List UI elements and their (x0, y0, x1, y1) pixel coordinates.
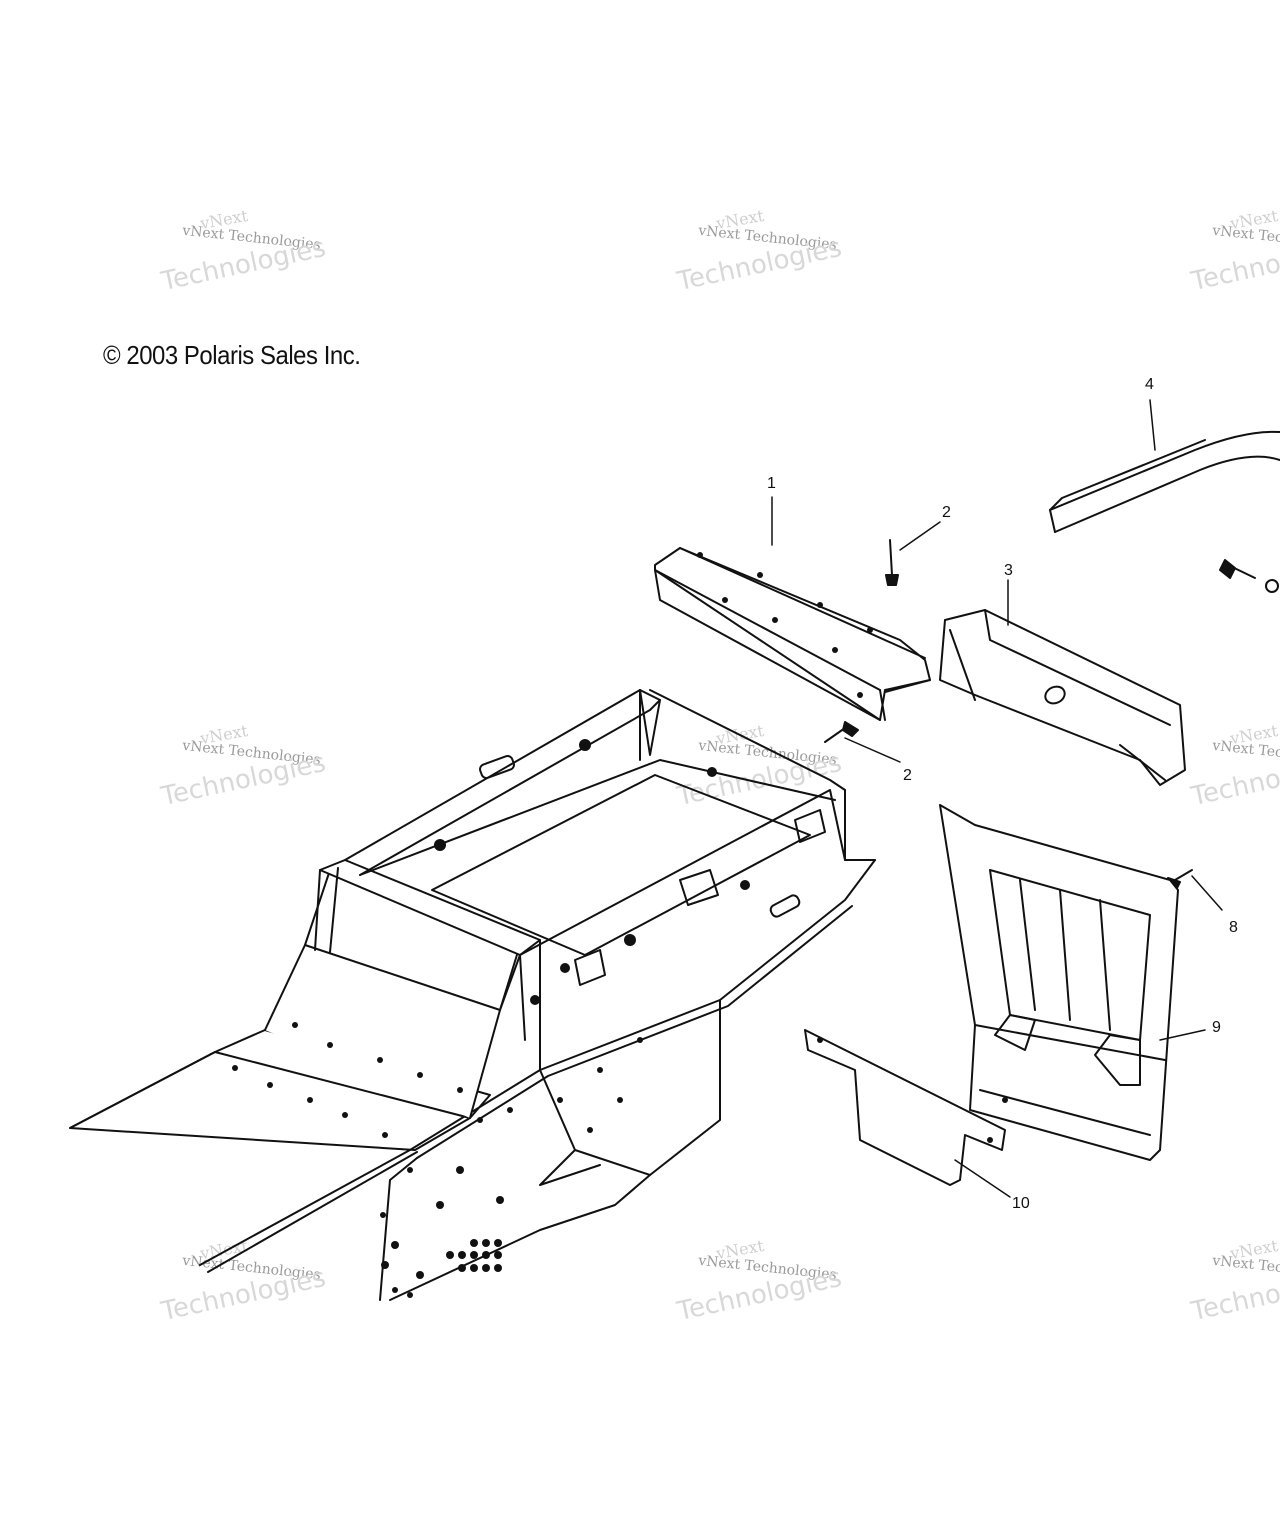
part-2-screw-lower (824, 721, 859, 743)
callout-3: 3 (1004, 562, 1013, 579)
callout-8: 8 (1229, 919, 1238, 936)
part-4-grab-bar (1049, 430, 1280, 533)
storage-box (264, 689, 876, 1119)
bolt-fastener (1219, 559, 1279, 593)
part-2-screw-upper (885, 539, 899, 586)
callout-2-lower: 2 (903, 767, 912, 784)
callout-9: 9 (1212, 1019, 1221, 1036)
part-9-snow-flap (939, 804, 1179, 1161)
callout-4: 4 (1145, 376, 1154, 393)
leader-lines (771, 399, 1223, 1198)
callout-2-upper: 2 (942, 504, 951, 521)
callout-1: 1 (767, 475, 776, 492)
callout-10: 10 (1012, 1195, 1030, 1212)
mounting-holes (232, 552, 1008, 1298)
part-10-plate (804, 1029, 1006, 1186)
part-3-rear-bracket (939, 609, 1186, 786)
part-1-rear-seat-pad (654, 547, 931, 721)
tunnel-chassis (69, 859, 876, 1301)
copyright-text: © 2003 Polaris Sales Inc. (103, 340, 361, 370)
